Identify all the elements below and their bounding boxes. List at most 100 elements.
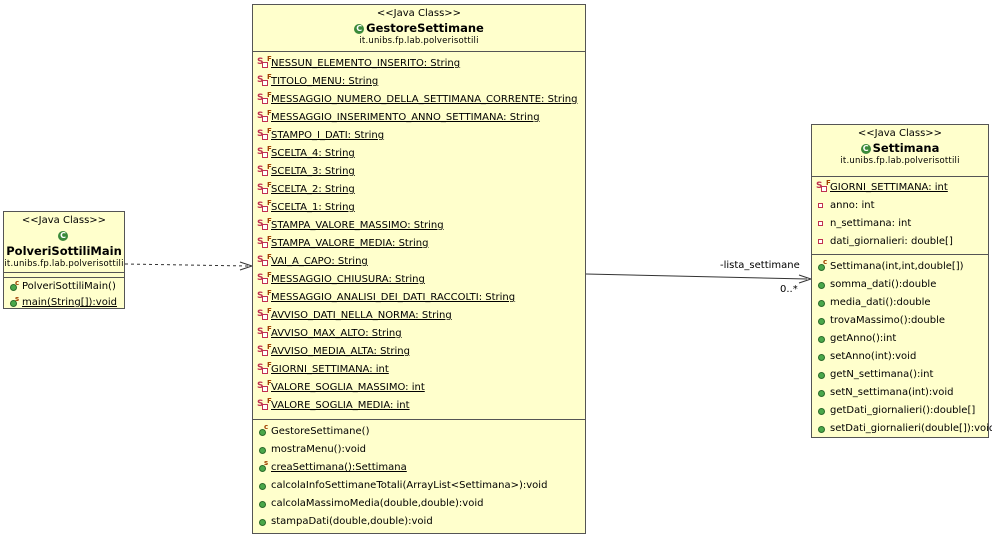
method-row[interactable]: getDati_giornalieri():double[] xyxy=(812,402,988,420)
class-icon: C xyxy=(354,24,365,34)
class-polverisottilimain[interactable]: <<Java Class>> C PolveriSottiliMain it.un… xyxy=(3,211,125,309)
field-row[interactable]: dati_giornalieri: double[] xyxy=(812,233,988,251)
method-row[interactable]: getN_settimana():int xyxy=(812,366,988,384)
methods-section: c PolveriSottiliMain() s main(String[]):… xyxy=(4,278,124,313)
method-row[interactable]: setDati_giornalieri(double[]):void xyxy=(812,420,992,438)
method-icon xyxy=(257,495,271,513)
method-row[interactable]: setAnno(int):void xyxy=(812,348,988,366)
static-method-icon: s xyxy=(257,459,271,477)
method-icon xyxy=(816,330,830,348)
method-icon xyxy=(816,348,830,366)
package-name: it.unibs.fp.lab.polverisottili xyxy=(840,156,960,166)
method-icon xyxy=(816,366,830,384)
method-icon xyxy=(816,384,830,402)
method-row[interactable]: calcolaInfoSettimaneTotali(ArrayList<Set… xyxy=(253,477,585,495)
association-multiplicity-label: 0..* xyxy=(780,284,798,295)
stereotype: <<Java Class>> xyxy=(21,215,107,226)
method-row[interactable]: c PolveriSottiliMain() xyxy=(4,279,124,295)
constructor-icon: c xyxy=(257,423,271,441)
package-name: it.unibs.fp.lab.polverisottili xyxy=(4,259,124,269)
association-line xyxy=(585,273,808,280)
method-row[interactable]: s main(String[]):void xyxy=(4,295,124,311)
stereotype: <<Java Class>> xyxy=(857,128,943,139)
dependency-line xyxy=(124,263,249,267)
method-row[interactable]: media_dati():double xyxy=(812,294,988,312)
method-icon xyxy=(816,276,830,294)
method-icon xyxy=(257,513,271,531)
association-role-label: -lista_settimane xyxy=(720,260,800,271)
method-row[interactable]: mostraMenu():void xyxy=(253,441,585,459)
method-icon xyxy=(816,402,830,420)
static-method-icon: s xyxy=(8,295,22,313)
constructor-icon: c xyxy=(816,258,830,276)
method-row[interactable]: stampaDati(double,double):void xyxy=(253,513,585,531)
class-icon: C xyxy=(58,231,68,241)
method-row[interactable]: somma_dati():double xyxy=(812,276,988,294)
method-row[interactable]: setN_settimana(int):void xyxy=(812,384,988,402)
class-name: GestoreSettimane xyxy=(366,21,484,35)
method-icon xyxy=(257,477,271,495)
stereotype: <<Java Class>> xyxy=(376,8,462,19)
method-icon xyxy=(257,441,271,459)
field-row[interactable]: n_settimana: int xyxy=(812,215,988,233)
method-row[interactable]: getAnno():int xyxy=(812,330,988,348)
class-name: Settimana xyxy=(872,141,940,155)
method-icon xyxy=(816,312,830,330)
method-row[interactable]: trovaMassimo():double xyxy=(812,312,988,330)
method-row[interactable]: calcolaMassimoMedia(double,double):void xyxy=(253,495,585,513)
method-icon xyxy=(816,294,830,312)
package-name: it.unibs.fp.lab.polverisottili xyxy=(359,36,479,46)
class-header: <<Java Class>> C PolveriSottiliMain it.un… xyxy=(4,212,124,273)
class-name: PolveriSottiliMain xyxy=(6,244,122,258)
private-field-icon xyxy=(816,233,830,251)
private-field-icon xyxy=(816,197,830,215)
field-row[interactable]: anno: int xyxy=(812,197,988,215)
